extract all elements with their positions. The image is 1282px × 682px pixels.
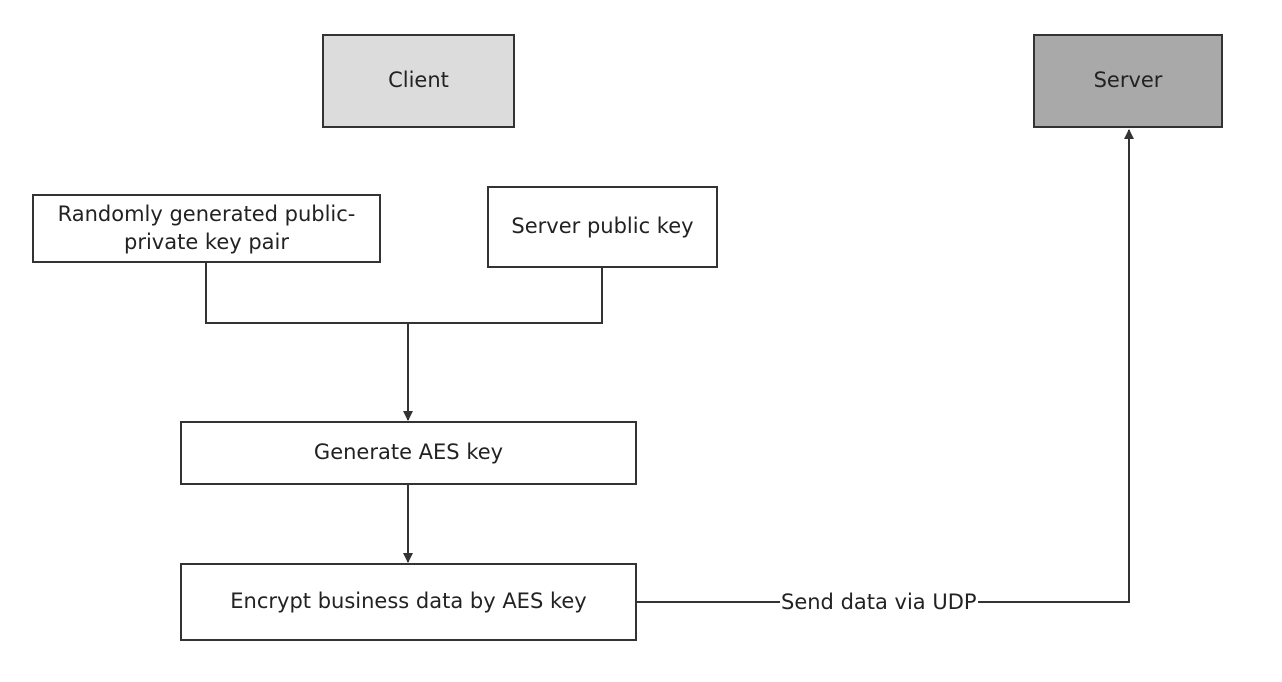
server-label: Server bbox=[1093, 68, 1163, 93]
keypair-label: Randomly generated public-private key pa… bbox=[57, 202, 356, 254]
generate-aes-key-label: Generate AES key bbox=[313, 440, 504, 465]
client-node: Client bbox=[322, 34, 515, 128]
server-public-key-label: Server public key bbox=[511, 214, 694, 239]
server-node: Server bbox=[1033, 34, 1223, 128]
generate-aes-key-node: Generate AES key bbox=[180, 421, 637, 485]
edge-serverkey-merge bbox=[408, 268, 603, 324]
encrypt-data-label: Encrypt business data by AES key bbox=[230, 589, 587, 614]
keypair-node: Randomly generated public-private key pa… bbox=[32, 194, 381, 263]
server-public-key-node: Server public key bbox=[487, 186, 718, 268]
send-data-edge-label: Send data via UDP bbox=[780, 588, 978, 616]
client-label: Client bbox=[388, 68, 449, 93]
edge-keypair-merge bbox=[205, 263, 408, 324]
encrypt-data-node: Encrypt business data by AES key bbox=[180, 563, 637, 641]
